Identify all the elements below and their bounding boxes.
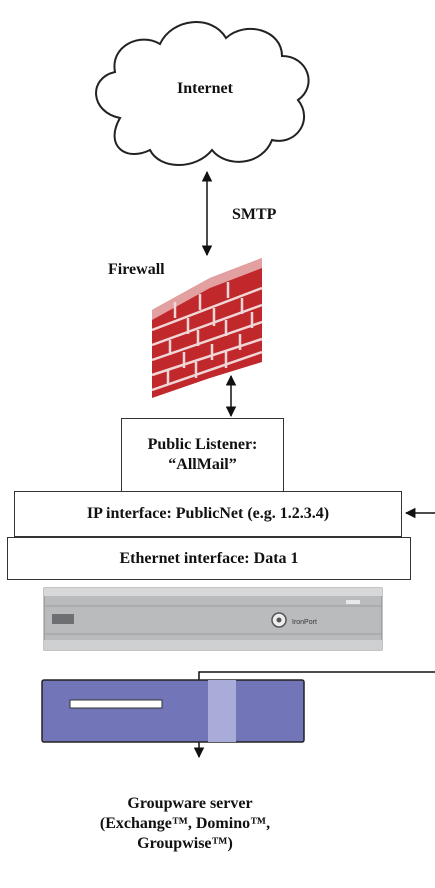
ip-interface-box: IP interface: PublicNet (e.g. 1.2.3.4) [14, 491, 402, 537]
appliance-brand: IronPort [292, 619, 317, 626]
groupware-line3: Groupwise™) [137, 835, 233, 852]
groupware-line2: (Exchange™, Domino™, [100, 815, 270, 832]
public-listener-box: Public Listener: “AllMail” [121, 418, 284, 492]
firewall-label: Firewall [108, 261, 165, 278]
appliance-icon [43, 587, 383, 651]
listener-line2: “AllMail” [168, 456, 237, 473]
firewall-icon [151, 258, 263, 398]
ethernet-interface-label: Ethernet interface: Data 1 [119, 549, 299, 567]
ethernet-interface-box: Ethernet interface: Data 1 [7, 537, 411, 580]
listener-line1: Public Listener: [147, 436, 258, 453]
smtp-label: SMTP [232, 206, 277, 223]
internet-cloud [95, 21, 310, 166]
internet-label: Internet [177, 80, 234, 97]
groupware-server-icon [41, 679, 305, 743]
ip-interface-label: IP interface: PublicNet (e.g. 1.2.3.4) [86, 505, 330, 522]
groupware-line1: Groupware server [127, 795, 252, 812]
